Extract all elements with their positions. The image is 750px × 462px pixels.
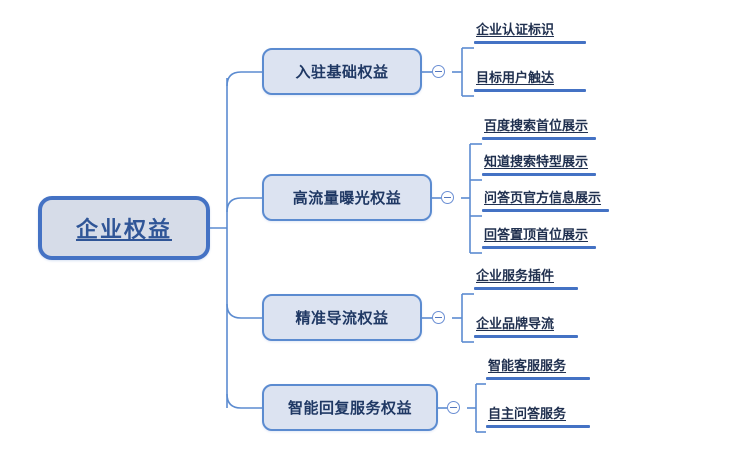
branch-node-1[interactable]: 入驻基础权益 (262, 48, 422, 95)
collapse-toggle-1[interactable] (432, 65, 445, 78)
branch-node-3[interactable]: 精准导流权益 (262, 294, 422, 341)
leaf-node-1-1-bar (474, 41, 586, 44)
leaf-node-4-1-bar (486, 377, 590, 380)
leaf-node-1-2[interactable]: 目标用户触达 (474, 70, 586, 92)
leaf-node-2-1[interactable]: 百度搜索首位展示 (482, 118, 596, 140)
branch-node-4[interactable]: 智能回复服务权益 (262, 384, 438, 431)
leaf-node-2-2[interactable]: 知道搜索特型展示 (482, 154, 596, 176)
leaf-node-2-4-label: 回答置顶首位展示 (484, 227, 589, 242)
branch-node-1-label: 入驻基础权益 (295, 64, 389, 81)
leaf-node-2-3-bar (482, 209, 609, 212)
collapse-toggle-2[interactable] (441, 191, 454, 204)
leaf-node-3-1[interactable]: 企业服务插件 (474, 268, 578, 290)
leaf-node-2-2-label: 知道搜索特型展示 (484, 154, 589, 169)
root-node-label: 企业权益 (75, 217, 172, 242)
leaf-node-2-4[interactable]: 回答置顶首位展示 (482, 227, 596, 249)
leaf-node-4-1-label: 智能客服服务 (488, 358, 567, 373)
root-node[interactable]: 企业权益 (38, 196, 210, 260)
leaf-node-4-2-bar (486, 425, 590, 428)
leaf-node-1-2-bar (474, 89, 586, 92)
leaf-node-3-2[interactable]: 企业品牌导流 (474, 316, 578, 338)
leaf-node-2-1-bar (482, 137, 596, 140)
branch-node-2-label: 高流量曝光权益 (292, 190, 402, 207)
leaf-node-2-3[interactable]: 问答页官方信息展示 (482, 190, 609, 212)
leaf-node-1-2-label: 目标用户触达 (476, 70, 555, 85)
leaf-node-3-2-bar (474, 335, 578, 338)
leaf-node-4-2[interactable]: 自主问答服务 (486, 406, 590, 428)
leaf-node-3-1-bar (474, 287, 578, 290)
leaf-node-4-1[interactable]: 智能客服服务 (486, 358, 590, 380)
collapse-minus-icon (435, 317, 442, 318)
leaf-node-1-1-label: 企业认证标识 (476, 22, 555, 37)
collapse-minus-icon (450, 407, 457, 408)
leaf-node-1-1[interactable]: 企业认证标识 (474, 22, 586, 44)
collapse-minus-icon (444, 197, 451, 198)
leaf-node-3-2-label: 企业品牌导流 (476, 316, 555, 331)
leaf-node-4-2-label: 自主问答服务 (488, 406, 567, 421)
leaf-node-2-4-bar (482, 246, 596, 249)
collapse-toggle-3[interactable] (432, 311, 445, 324)
collapse-toggle-4[interactable] (447, 401, 460, 414)
leaf-node-3-1-label: 企业服务插件 (476, 268, 555, 283)
leaf-node-2-3-label: 问答页官方信息展示 (484, 190, 602, 205)
leaf-node-2-1-label: 百度搜索首位展示 (484, 118, 589, 133)
branch-node-4-label: 智能回复服务权益 (287, 400, 412, 417)
branch-node-2[interactable]: 高流量曝光权益 (262, 174, 432, 221)
branch-node-3-label: 精准导流权益 (295, 310, 389, 327)
collapse-minus-icon (435, 71, 442, 72)
leaf-node-2-2-bar (482, 173, 596, 176)
